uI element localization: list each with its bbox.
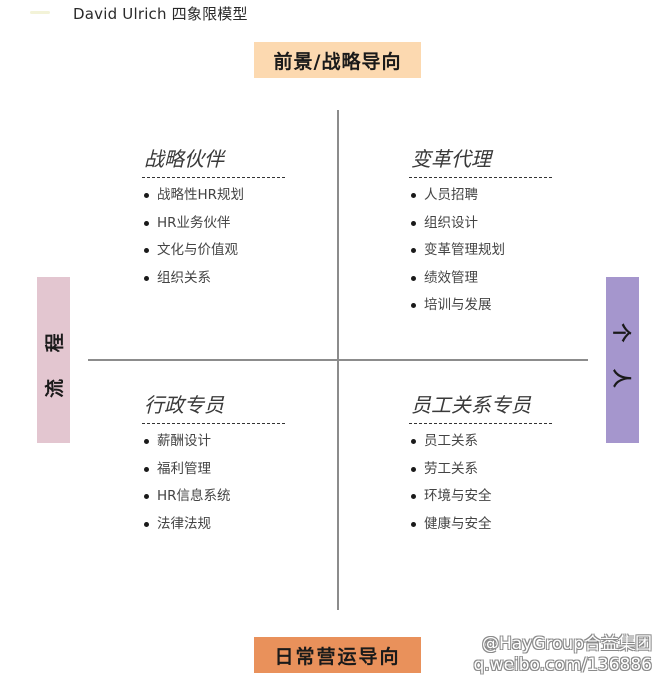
bullet-icon <box>144 466 149 472</box>
axis-label-left: 流 程 <box>37 277 70 443</box>
list-item: 环境与安全 <box>409 483 559 511</box>
dashed-divider <box>409 423 552 424</box>
list-item-text: 健康与安全 <box>424 515 492 532</box>
list-item-text: 劳工关系 <box>424 460 478 477</box>
quadrant-administrative-expert: 行政专员 薪酬设计 福利管理 HR信息系统 法律法规 <box>142 391 292 538</box>
list-item-text: 法律法规 <box>157 515 211 532</box>
quadrant-employee-champion: 员工关系专员 员工关系 劳工关系 环境与安全 健康与安全 <box>409 391 559 538</box>
quadrant-title: 行政专员 <box>144 393 224 417</box>
quadrant-title: 变革代理 <box>411 147 491 171</box>
list-item-text: 变革管理规划 <box>424 242 505 258</box>
list-item: 健康与安全 <box>409 511 559 539</box>
quadrant-item-list: 员工关系 劳工关系 环境与安全 健康与安全 <box>409 428 559 538</box>
decorative-mark <box>30 11 50 14</box>
list-item: 薪酬设计 <box>142 428 292 456</box>
axis-label-right-text: 个 人 <box>610 322 632 398</box>
quadrant-title: 员工关系专员 <box>411 393 531 417</box>
list-item: 文化与价值观 <box>142 237 292 265</box>
bullet-icon <box>144 248 149 253</box>
axis-label-top: 前景/战略导向 <box>254 42 421 78</box>
quadrant-change-agent: 变革代理 人员招聘 组织设计 变革管理规划 绩效管理 培训与发展 <box>409 145 559 320</box>
dashed-divider <box>409 177 552 178</box>
dashed-divider <box>142 423 285 424</box>
bullet-icon <box>144 193 149 198</box>
list-item-text: 文化与价值观 <box>157 242 238 258</box>
bullet-icon <box>144 220 149 226</box>
axis-label-right: 个 人 <box>606 277 639 443</box>
list-item-text: 组织设计 <box>424 214 478 231</box>
list-item-text: HR信息系统 <box>157 488 231 504</box>
list-item-text: 环境与安全 <box>424 488 492 504</box>
list-item-text: 薪酬设计 <box>157 433 211 449</box>
axis-label-bottom: 日常营运导向 <box>254 637 421 673</box>
quadrant-strategic-partner: 战略伙伴 战略性HR规划 HR业务伙伴 文化与价值观 组织关系 <box>142 145 292 292</box>
bullet-icon <box>144 521 149 527</box>
bullet-icon <box>144 275 149 281</box>
quadrant-title: 战略伙伴 <box>144 147 224 171</box>
page-title: David Ulrich 四象限模型 <box>73 5 248 23</box>
list-item-text: 战略性HR规划 <box>157 187 245 203</box>
bullet-icon <box>411 494 416 499</box>
bullet-icon <box>411 220 416 226</box>
watermark: @HayGroup合益集团 q.weibo.com/136886 <box>473 634 652 676</box>
list-item: 法律法规 <box>142 511 292 539</box>
list-item: 培训与发展 <box>409 292 559 320</box>
axis-label-bottom-text: 日常营运导向 <box>274 645 401 668</box>
list-item-text: HR业务伙伴 <box>157 214 231 231</box>
axis-label-left-text: 流 程 <box>44 322 66 398</box>
list-item: 变革管理规划 <box>409 237 559 265</box>
quadrant-item-list: 薪酬设计 福利管理 HR信息系统 法律法规 <box>142 428 292 538</box>
list-item: 组织设计 <box>409 210 559 238</box>
vertical-axis-line <box>337 110 339 610</box>
quadrant-item-list: 人员招聘 组织设计 变革管理规划 绩效管理 培训与发展 <box>409 182 559 320</box>
list-item-text: 人员招聘 <box>424 187 478 203</box>
watermark-url: q.weibo.com/136886 <box>473 655 652 675</box>
bullet-icon <box>144 439 149 444</box>
bullet-icon <box>411 193 416 198</box>
quadrant-item-list: 战略性HR规划 HR业务伙伴 文化与价值观 组织关系 <box>142 182 292 292</box>
bullet-icon <box>411 275 416 281</box>
bullet-icon <box>411 521 416 527</box>
list-item: 组织关系 <box>142 265 292 293</box>
list-item: 员工关系 <box>409 428 559 456</box>
bullet-icon <box>144 494 149 499</box>
list-item: 福利管理 <box>142 456 292 484</box>
list-item-text: 组织关系 <box>157 269 211 286</box>
axis-label-top-text: 前景/战略导向 <box>273 50 402 73</box>
list-item: HR业务伙伴 <box>142 210 292 238</box>
bullet-icon <box>411 439 416 444</box>
list-item-text: 绩效管理 <box>424 269 478 286</box>
list-item-text: 员工关系 <box>424 433 478 449</box>
watermark-handle: @HayGroup合益集团 <box>481 634 652 654</box>
bullet-icon <box>411 303 416 308</box>
list-item: 战略性HR规划 <box>142 182 292 210</box>
bullet-icon <box>411 248 416 253</box>
dashed-divider <box>142 177 285 178</box>
bullet-icon <box>411 466 416 472</box>
list-item: 劳工关系 <box>409 456 559 484</box>
list-item-text: 培训与发展 <box>424 297 492 313</box>
list-item: HR信息系统 <box>142 483 292 511</box>
list-item: 人员招聘 <box>409 182 559 210</box>
list-item: 绩效管理 <box>409 265 559 293</box>
list-item-text: 福利管理 <box>157 460 211 477</box>
